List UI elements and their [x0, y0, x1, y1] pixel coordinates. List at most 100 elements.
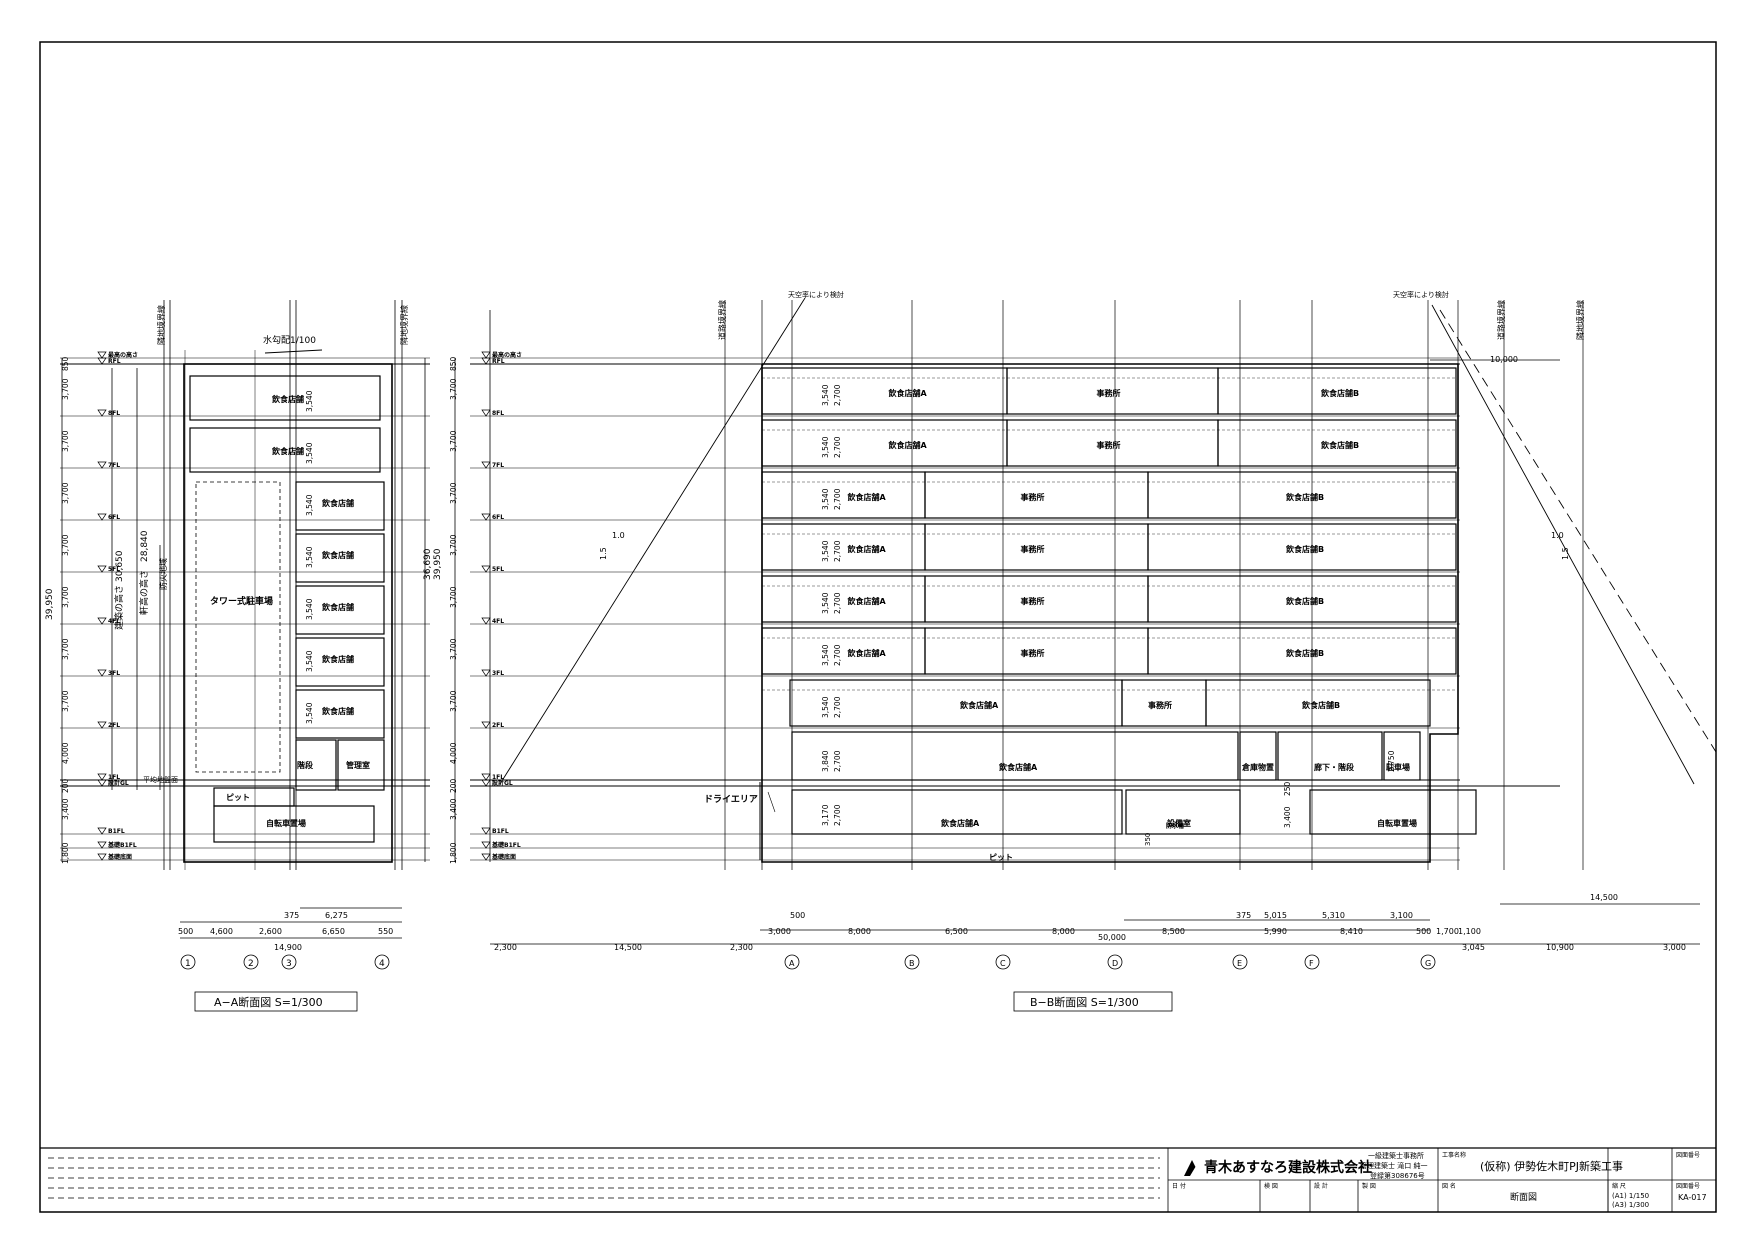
- bb-boundary-label: 道路境界線: [1496, 300, 1506, 340]
- ceiling-height: 3,540: [305, 546, 314, 568]
- drawing-name: 断面図: [1510, 1191, 1537, 1203]
- room-label: 飲食店舗A: [998, 762, 1038, 772]
- room-label: 飲食店舗A: [847, 492, 887, 502]
- storey-height: 3,700: [449, 534, 458, 556]
- ceiling-height: 3,170: [821, 804, 830, 826]
- room-label: 飲食店舗A: [888, 440, 928, 450]
- storey-height: 3,400: [449, 798, 458, 820]
- storey-height: 3,700: [61, 534, 70, 556]
- bb-sky-note-right: 天空率により検討: [1393, 290, 1449, 299]
- room-label: 事務所: [1021, 492, 1045, 502]
- room-label: 倉庫物置: [1241, 762, 1274, 772]
- grid-label: C: [1000, 959, 1006, 968]
- dim-text: 3,100: [1390, 911, 1413, 920]
- level-triangle: [481, 773, 491, 781]
- bb-title: B−B断面図 S=1/300: [1030, 995, 1139, 1009]
- section-bb: [454, 297, 1717, 945]
- room-box: [1239, 731, 1277, 781]
- level-triangle: [97, 773, 107, 781]
- level-label: 1FL: [108, 774, 120, 781]
- storey-height: 3,700: [449, 378, 458, 400]
- dim-text: 500: [1416, 927, 1431, 936]
- room-box: [1147, 575, 1457, 623]
- room-label: 自転車置場: [1377, 818, 1417, 828]
- ceiling-height: 3,540: [821, 696, 830, 718]
- aa-room: 自転車置場: [266, 818, 306, 828]
- ceiling-height: 3,540: [305, 442, 314, 464]
- grid-bubble: [1232, 954, 1248, 970]
- dim-text: 10,900: [1546, 943, 1574, 952]
- level-triangle: [481, 841, 491, 849]
- storey-height: 3,400: [61, 798, 70, 820]
- level-triangle: [481, 721, 491, 729]
- storey-height: 3,700: [449, 586, 458, 608]
- level-label: 5FL: [108, 566, 120, 573]
- aa-dim: 4,600: [210, 927, 233, 936]
- aa-room: 階段: [297, 760, 313, 770]
- storey-height: 1,800: [449, 842, 458, 864]
- grid-bubble: [1420, 954, 1436, 970]
- level-label: 6FL: [108, 514, 120, 521]
- level-label: 2FL: [108, 722, 120, 729]
- misc-label: 防水槽: [1166, 822, 1184, 830]
- level-label: 最高の高さ: [108, 351, 138, 359]
- room-box: [761, 523, 926, 571]
- level-label: 基礎B1FL: [107, 841, 137, 849]
- level-triangle: [481, 565, 491, 573]
- grid-label: A: [789, 959, 795, 968]
- misc-label: 3,400: [1283, 806, 1292, 828]
- room-label: 飲食店舗A: [847, 648, 887, 658]
- aa-room: タワー式駐車場: [210, 595, 273, 607]
- aa-dim: 2,600: [259, 927, 282, 936]
- level-label: 4FL: [492, 618, 504, 625]
- aa-room: 飲食店舗: [321, 706, 354, 716]
- dim-text: 3,000: [1663, 943, 1686, 952]
- room-box: [1383, 731, 1421, 781]
- clear-height: 2,750: [1387, 750, 1396, 772]
- level-label: 基礎B1FL: [491, 841, 521, 849]
- room-label: 事務所: [1097, 388, 1121, 398]
- aa-dim: 375: [284, 911, 299, 920]
- dim-text: 8,000: [848, 927, 871, 936]
- aa-title: A−A断面図 S=1/300: [214, 995, 323, 1009]
- grid-label: D: [1112, 959, 1118, 968]
- clear-height: 2,700: [833, 644, 842, 666]
- level-triangle: [97, 669, 107, 677]
- aa-room: ピット: [226, 792, 250, 802]
- ceiling-height: 3,540: [821, 540, 830, 562]
- storey-height: 850: [61, 356, 70, 371]
- tb-cell: 製 図: [1362, 1182, 1376, 1190]
- grid-bubble: [1107, 954, 1123, 970]
- office-line: 登録第308676号: [1370, 1171, 1425, 1180]
- misc-label: 350: [1144, 833, 1152, 846]
- ceiling-height: 3,540: [821, 644, 830, 666]
- grid-label: 2: [248, 959, 254, 969]
- aa-bldg-label: 建築の高さ: [113, 585, 125, 630]
- section-aa-labels: 水勾配1/100 隣地境界線 隣地境界線 飲食店舗 飲食店舗 飲食店舗 飲食店舗…: [45, 305, 409, 952]
- room-label: 事務所: [1021, 596, 1045, 606]
- level-triangle: [97, 779, 107, 787]
- clear-height: 2,700: [833, 592, 842, 614]
- dim-text: 14,500: [1590, 893, 1618, 902]
- storey-height: 3,700: [61, 690, 70, 712]
- grid-bubble: [180, 954, 196, 970]
- room-box: [1277, 731, 1383, 781]
- room-box: [1147, 471, 1457, 519]
- grid-bubble: [281, 954, 297, 970]
- level-triangle: [97, 827, 107, 835]
- room-box: [761, 627, 926, 675]
- room-label: 飲食店舗A: [888, 388, 928, 398]
- grid-bubble: [904, 954, 920, 970]
- aa-fire-limit: 防火地域: [158, 558, 168, 590]
- scale-label: 縮 尺: [1612, 1182, 1626, 1190]
- aa-eave-label: 軒高の高さ: [138, 570, 150, 615]
- grid-bubble: [1304, 954, 1320, 970]
- room-label: 廊下・階段: [1314, 762, 1354, 772]
- room-label: 飲食店舗A: [959, 700, 999, 710]
- storey-height: 3,700: [61, 638, 70, 660]
- room-box: [761, 367, 1008, 415]
- level-label: 最高の高さ: [492, 351, 522, 359]
- project-label: 工事名称: [1442, 1151, 1466, 1159]
- room-box: [761, 419, 1008, 467]
